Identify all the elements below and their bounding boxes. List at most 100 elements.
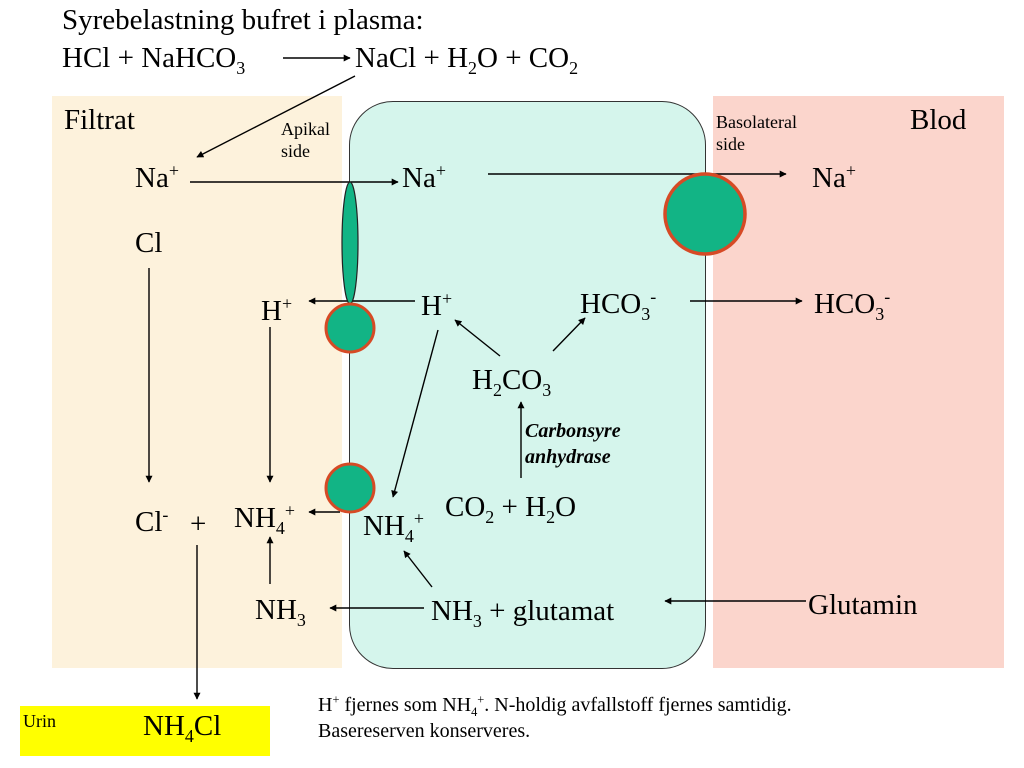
eq-right-sub1: 2: [468, 57, 477, 78]
cell-co2-symbol: CO: [445, 491, 486, 523]
eq-right-sub2: 2: [569, 57, 579, 78]
filtrat-nh3-symbol: NH: [255, 594, 297, 626]
urin-box: [20, 706, 270, 756]
equation-left: HCl + NaHCO3: [62, 42, 245, 77]
filtrat-nh4-symbol: NH: [234, 502, 276, 534]
cell-h2co3-sub1: 2: [492, 379, 502, 400]
urin-cl: Cl: [193, 710, 222, 742]
na-channel: [341, 181, 359, 305]
blod-na: Na+: [812, 160, 856, 194]
blod-glutamin: Glutamin: [808, 589, 918, 621]
blod-hco3-charge: -: [884, 286, 891, 307]
equation-left-main: HCl + NaHCO: [62, 42, 237, 74]
filtrat-cl: Cl: [135, 227, 163, 259]
basolateral-label-line1: Basolateral: [716, 112, 797, 132]
eq-right-part2: O + CO: [477, 42, 570, 74]
cell-co2-h2o: CO2 + H2O: [445, 491, 577, 526]
arrow-nh3-to-nh4: [403, 550, 433, 588]
blod-hco3: HCO3-: [814, 286, 891, 322]
cell-h2co3-sub2: 3: [542, 379, 552, 400]
cell-nh3-sub: 3: [472, 610, 482, 631]
cell-nh4-charge: +: [413, 508, 425, 529]
cell-h2o-sub: 2: [546, 506, 556, 527]
blod-label: Blod: [910, 104, 967, 136]
filtrat-nh4-charge: +: [284, 500, 296, 521]
cell-nh3-glutamat: NH3 + glutamat: [431, 595, 615, 630]
filtrat-cl-charge: -: [162, 504, 169, 525]
cell-h2o-o: O: [555, 491, 577, 523]
note-line2: Basereserven konserveres.: [318, 720, 531, 742]
apical-label: Apikal side: [281, 118, 330, 162]
cell-nh4-symbol: NH: [363, 510, 405, 542]
filtrat-cl-symbol: Cl: [135, 506, 163, 538]
eq-right-part1: NaCl + H: [355, 42, 469, 74]
blod-na-symbol: Na: [812, 162, 846, 194]
arrow-h2co3-to-h: [454, 319, 501, 357]
filtrat-nh4: NH4+: [234, 500, 296, 536]
filtrat-h-charge: +: [281, 293, 293, 314]
cell-h2co3-co: CO: [501, 364, 543, 396]
basolateral-label: Basolateral side: [716, 111, 797, 155]
filtrat-h-symbol: H: [261, 295, 282, 327]
cell-nh4: NH4+: [363, 508, 425, 544]
na-hco3-cotransporter: [663, 172, 747, 256]
h-antiporter: [324, 302, 376, 354]
filtrat-h: H+: [261, 293, 293, 327]
enzyme-label-line1: Carbonsyre: [525, 420, 621, 442]
note-line1: H+ fjernes som NH4+. N-holdig avfallstof…: [318, 692, 792, 718]
filtrat-na-symbol: Na: [135, 162, 169, 194]
filtrat-na: Na+: [135, 160, 179, 194]
enzyme-label: Carbonsyre anhydrase: [525, 418, 621, 470]
blod-na-charge: +: [845, 160, 856, 181]
apical-label-line1: Apikal: [281, 119, 330, 139]
arrow-nacl-to-na: [196, 75, 356, 158]
basolateral-label-line2: side: [716, 134, 745, 154]
tubule-cell: [349, 101, 706, 669]
cell-h2co3: H2CO3: [472, 364, 551, 399]
blod-hco3-symbol: HCO: [814, 288, 876, 320]
filtrat-plus: +: [190, 508, 207, 540]
filtrat-nh3-sub: 3: [296, 609, 306, 630]
cell-h-symbol: H: [421, 290, 442, 322]
cell-h-charge: +: [441, 288, 453, 309]
urin-label: Urin: [23, 711, 56, 731]
note-h-charge: +: [332, 692, 340, 707]
apical-label-line2: side: [281, 141, 310, 161]
cell-h: H+: [421, 288, 453, 322]
urin-nh-sub: 4: [184, 725, 194, 746]
equation-right: NaCl + H2O + CO2: [355, 42, 578, 77]
urin-product: NH4Cl: [143, 710, 222, 745]
note-part2: fjernes som NH: [339, 694, 472, 716]
cell-hco3-charge: -: [650, 286, 657, 307]
cell-co2-sub: 2: [485, 506, 495, 527]
urin-nh: NH: [143, 710, 185, 742]
filtrat-nh4-sub: 4: [275, 517, 285, 538]
note-nh4-sub: 4: [471, 705, 478, 719]
arrow-h-to-nh4: [391, 329, 439, 498]
cell-hco3: HCO3-: [580, 286, 657, 322]
page-title: Syrebelastning bufret i plasma:: [62, 4, 424, 36]
cell-nh3-symbol: NH: [431, 595, 473, 627]
filtrat-na-charge: +: [168, 160, 179, 181]
filtrat-nh3: NH3: [255, 594, 306, 629]
cell-na-symbol: Na: [402, 162, 436, 194]
cell-na: Na+: [402, 160, 446, 194]
filtrat-cl-minus: Cl-: [135, 504, 169, 538]
cell-h2co3-h: H: [472, 364, 493, 396]
cell-glutamat-text: + glutamat: [481, 595, 615, 627]
note-nh4-charge: +: [477, 692, 485, 707]
blod-region: [713, 96, 1004, 668]
cell-h2o-symbol: + H: [494, 491, 547, 523]
filtrat-label: Filtrat: [64, 104, 135, 136]
cell-hco3-symbol: HCO: [580, 288, 642, 320]
cell-na-charge: +: [435, 160, 446, 181]
note-h: H: [318, 694, 333, 716]
equation-left-sub: 3: [236, 57, 246, 78]
enzyme-label-line2: anhydrase: [525, 446, 611, 468]
arrow-h2co3-to-hco3: [552, 317, 586, 352]
cell-nh4-sub: 4: [404, 525, 414, 546]
note-part3: . N-holdig avfallstoff fjernes samtidig.: [484, 694, 792, 716]
blod-hco3-sub: 3: [875, 303, 885, 324]
nh4-transporter: [324, 462, 376, 514]
